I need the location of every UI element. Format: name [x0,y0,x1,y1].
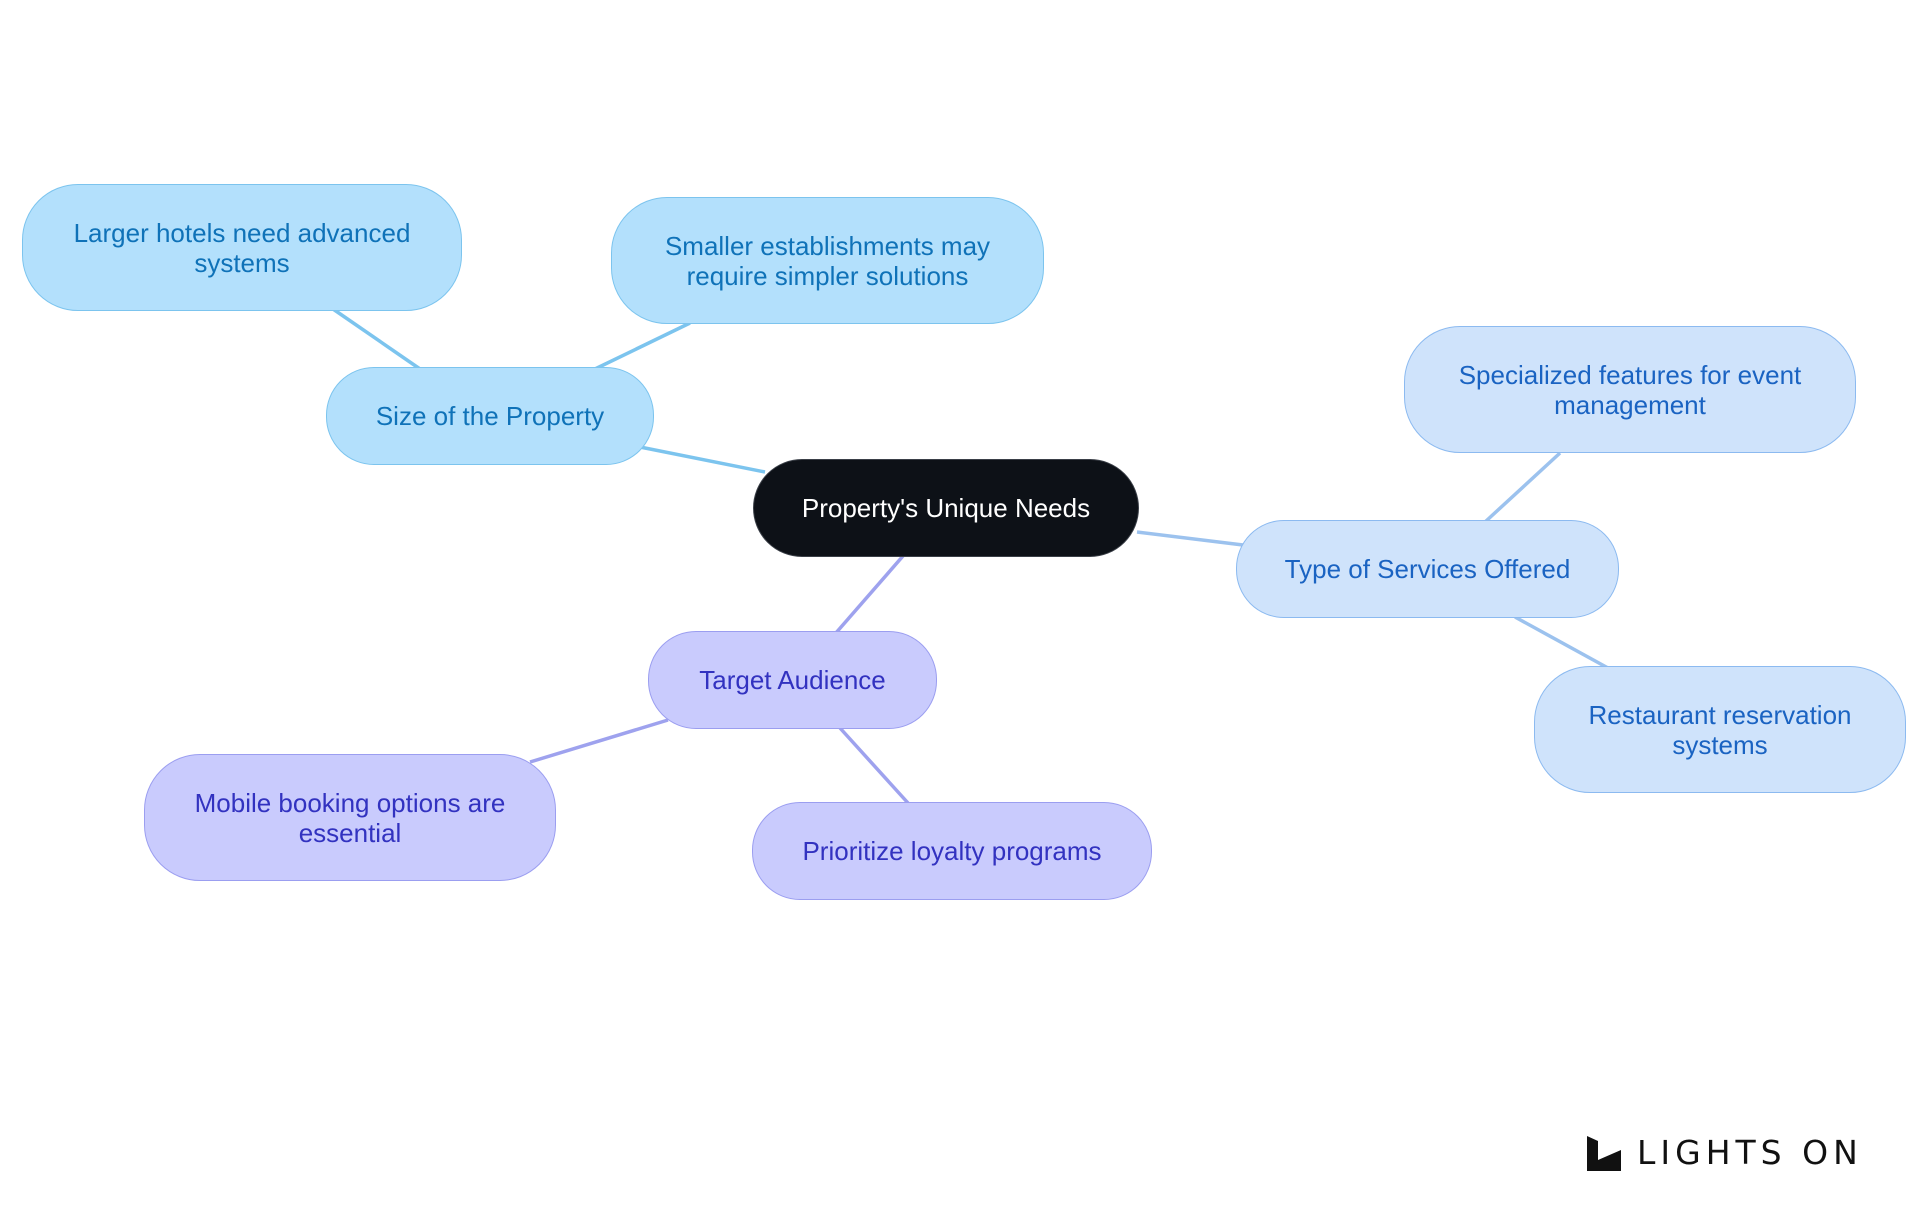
branch-node-size: Size of the Property [326,367,654,465]
edge-services-restaurant [1514,615,1609,670]
edge-size-larger [332,307,421,371]
brand-logo: LIGHTS ON [1585,1133,1863,1172]
leaf-node-larger-hotels: Larger hotels need advanced systems [22,184,462,311]
leaf-node-larger-hotels-label: Larger hotels need advanced systems [73,217,411,278]
leaf-node-smaller-establishments-label: Smaller establishments may require simpl… [664,230,991,291]
branch-node-services: Type of Services Offered [1236,520,1619,618]
root-node-label: Property's Unique Needs [801,493,1091,523]
leaf-node-loyalty-programs-label: Prioritize loyalty programs [802,836,1102,866]
leaf-node-restaurant-reservation-label: Restaurant reservation systems [1588,699,1852,760]
edge-root-size [639,445,766,474]
edge-audience-mobile [529,718,669,764]
branch-node-services-label: Type of Services Offered [1284,554,1571,584]
leaf-node-mobile-booking: Mobile booking options are essential [144,754,556,881]
root-node: Property's Unique Needs [753,459,1139,557]
leaf-node-loyalty-programs: Prioritize loyalty programs [752,802,1152,900]
edge-root-audience [833,554,905,636]
edge-root-services [1136,530,1244,547]
logo-wordmark: LIGHTS ON [1637,1133,1863,1172]
edge-services-specialized [1483,451,1562,524]
leaf-node-event-management-label: Specialized features for event managemen… [1458,359,1802,420]
branch-node-audience: Target Audience [648,631,937,729]
branch-node-size-label: Size of the Property [375,401,605,431]
leaf-node-smaller-establishments: Smaller establishments may require simpl… [611,197,1044,324]
edge-size-smaller [594,321,691,371]
logo-mark-icon [1587,1135,1621,1171]
leaf-node-mobile-booking-label: Mobile booking options are essential [194,787,506,848]
branch-node-audience-label: Target Audience [699,665,886,695]
edge-audience-loyalty [838,726,910,805]
leaf-node-event-management: Specialized features for event managemen… [1404,326,1856,453]
leaf-node-restaurant-reservation: Restaurant reservation systems [1534,666,1906,793]
